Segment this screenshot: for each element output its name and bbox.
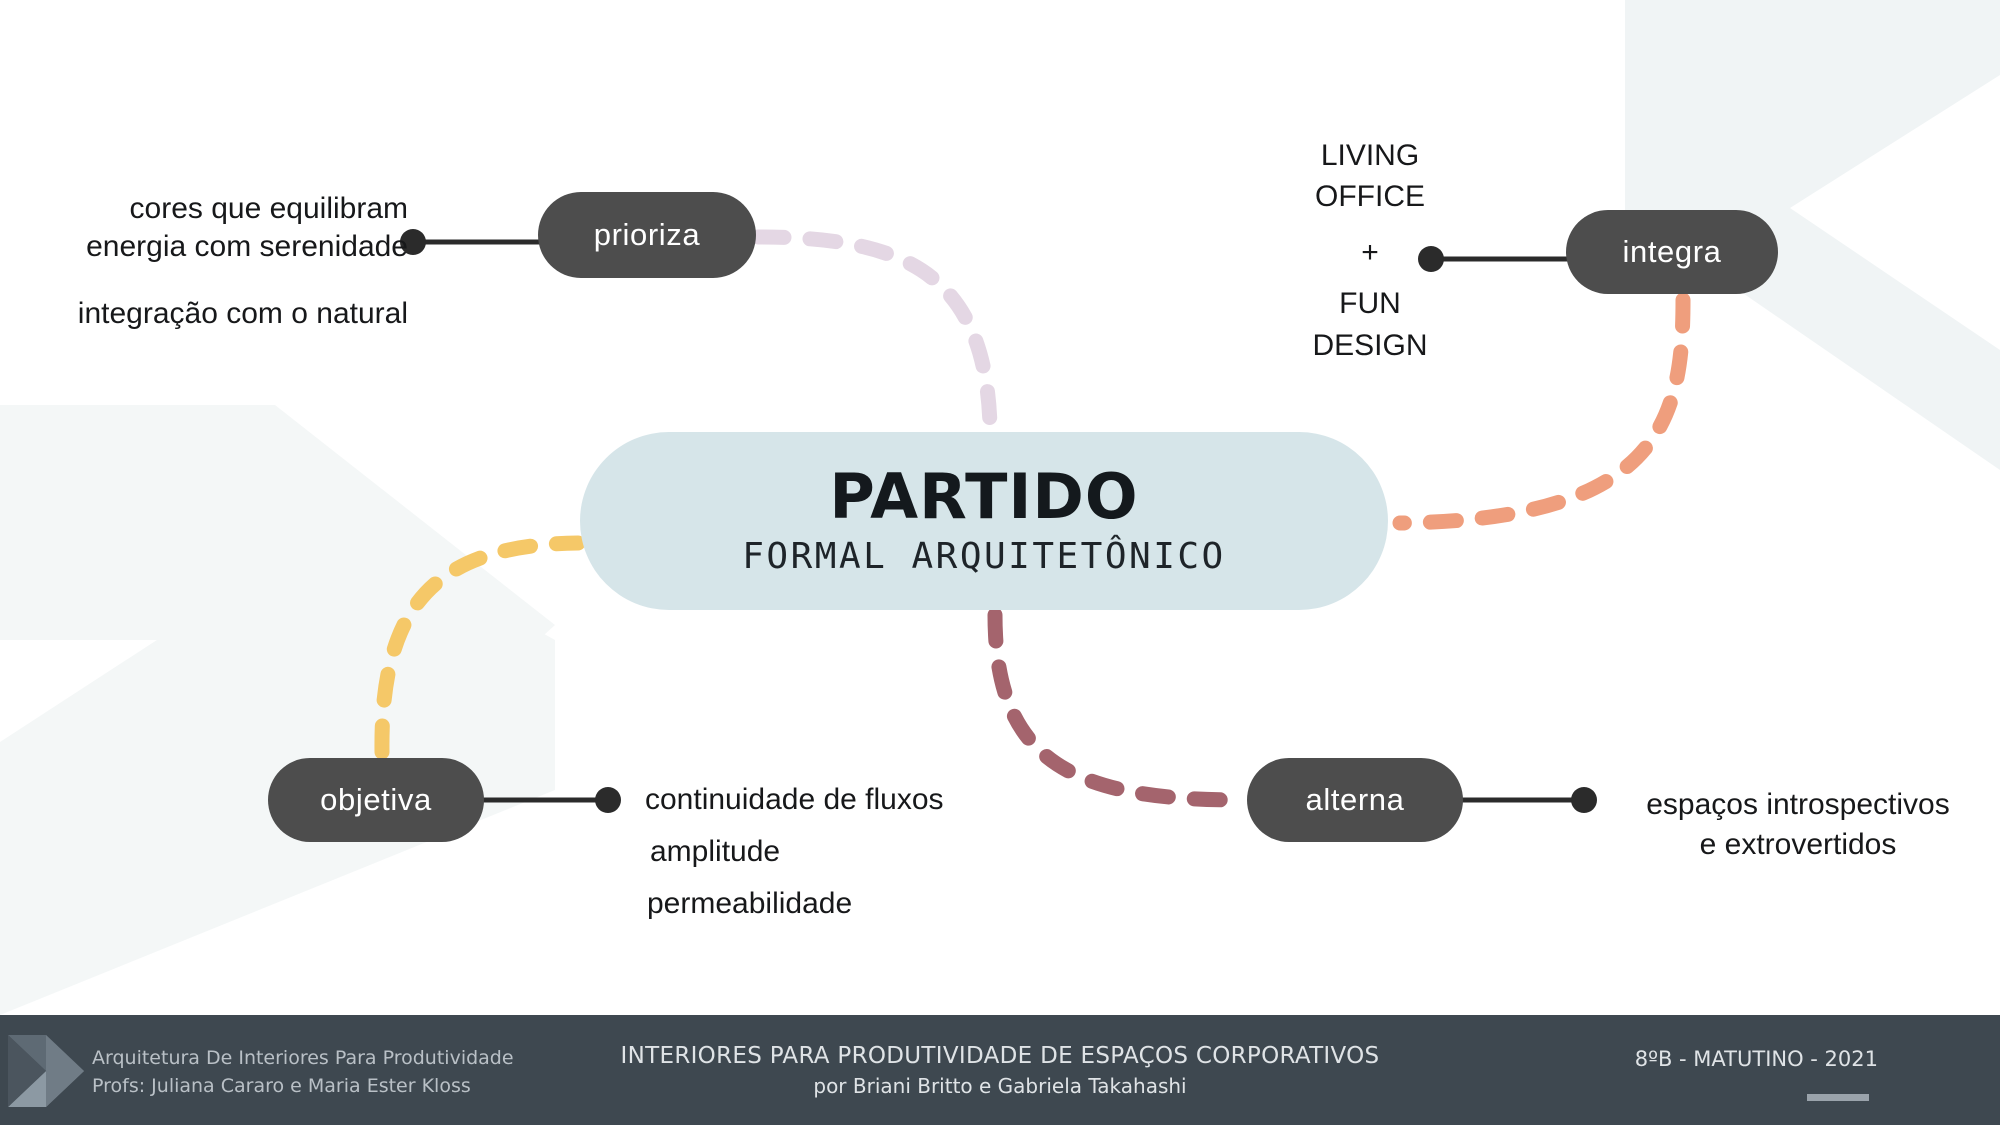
leaf-line: DESIGN	[1312, 328, 1428, 362]
footer-course-info: Arquitetura De Interiores Para Produtivi…	[92, 1045, 514, 1100]
leaf-line: cores que equilibram	[129, 192, 408, 225]
chevron-shape-top-right	[1625, 0, 2000, 470]
leaf-connector-integra	[1418, 246, 1572, 272]
node-objetiva-label: objetiva	[320, 782, 432, 817]
central-node-subtitle: FORMAL ARQUITETÔNICO	[742, 535, 1226, 577]
leaf-line: e extrovertidos	[1699, 827, 1897, 861]
leaf-line: OFFICE	[1315, 180, 1425, 214]
leaf-line: espaços introspectivos	[1646, 788, 1950, 821]
leaf-text-objetiva: continuidade de fluxos amplitude permeab…	[645, 785, 1165, 919]
leaf-connector-alterna	[1457, 787, 1597, 813]
node-alterna[interactable]: alterna	[1247, 758, 1463, 842]
leaf-line: continuidade de fluxos	[645, 783, 944, 816]
leaf-text-prioriza: cores que equilibram energia com serenid…	[36, 190, 408, 333]
leaf-line: FUN	[1339, 287, 1401, 321]
leaf-line: permeabilidade	[647, 887, 853, 920]
leaf-text-integra: LIVING OFFICE + FUN DESIGN	[1250, 135, 1490, 366]
footer-class-label: 8ºB - MATUTINO - 2021	[1634, 1047, 1878, 1071]
dashed-connector-prioriza	[750, 229, 998, 433]
chevron-arrow-logo-icon	[8, 1035, 84, 1107]
dashed-connector-integra	[1392, 292, 1691, 531]
node-prioriza[interactable]: prioriza	[538, 192, 756, 278]
node-objetiva[interactable]: objetiva	[268, 758, 484, 842]
leaf-line: energia com serenidade	[86, 230, 408, 264]
leaf-line: amplitude	[650, 835, 781, 868]
leaf-connector-prioriza	[400, 229, 545, 255]
footer-project-info: INTERIORES PARA PRODUTIVIDADE DE ESPAÇOS…	[0, 1043, 2000, 1098]
leaf-line-plus: +	[1361, 235, 1379, 269]
footer-project-title: INTERIORES PARA PRODUTIVIDADE DE ESPAÇOS…	[620, 1043, 1380, 1069]
footer-accent-rule	[1807, 1094, 1869, 1101]
dashed-connector-alterna	[987, 607, 1248, 808]
node-integra[interactable]: integra	[1566, 210, 1778, 294]
leaf-connector-objetiva	[478, 787, 621, 813]
footer-bar: Arquitetura De Interiores Para Produtivi…	[0, 1015, 2000, 1125]
leaf-line: LIVING	[1320, 139, 1420, 172]
footer-authors: por Briani Britto e Gabriela Takahashi	[813, 1074, 1187, 1098]
node-prioriza-label: prioriza	[593, 217, 701, 252]
node-alterna-label: alterna	[1305, 782, 1405, 817]
central-node-title: PARTIDO	[829, 459, 1139, 533]
leaf-text-alterna: espaços introspectivos e extrovertidos	[1618, 785, 1978, 864]
leaf-line: integração com o natural	[77, 296, 408, 330]
node-integra-label: integra	[1622, 234, 1722, 269]
footer-professors: Profs: Juliana Cararo e Maria Ester Klos…	[92, 1074, 471, 1097]
footer-course-title: Arquitetura De Interiores Para Produtivi…	[92, 1047, 514, 1069]
central-node-partido[interactable]: PARTIDO FORMAL ARQUITETÔNICO	[580, 432, 1388, 610]
dashed-connector-objetiva	[374, 535, 586, 760]
